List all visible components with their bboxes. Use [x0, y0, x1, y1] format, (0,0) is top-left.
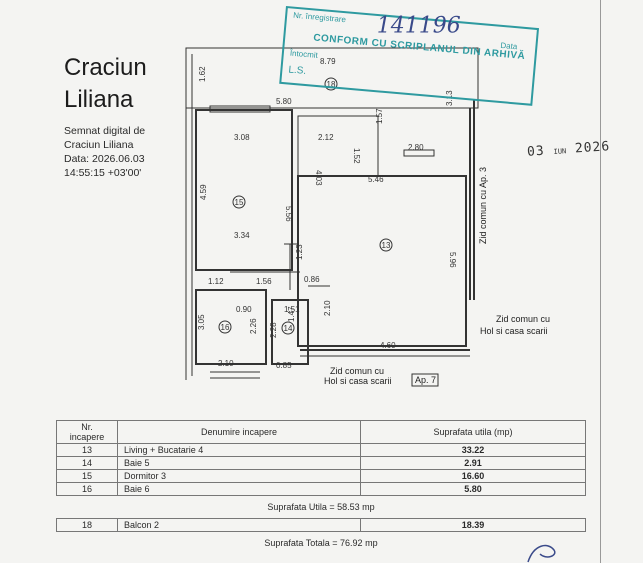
signer-name-line1: Craciun: [64, 54, 147, 81]
dim-corr-086: 0.86: [304, 275, 320, 284]
row-nr: 16: [56, 482, 118, 496]
table-row: 16 Baie 6 5.80: [56, 482, 586, 496]
row-name: Balcon 2: [117, 518, 361, 532]
date-stamp-year: 2026: [574, 139, 611, 157]
date-stamp-month: IUN: [553, 147, 567, 157]
useful-area-total: Suprafata Utila = 58.53 mp: [267, 502, 375, 512]
dim-bath16-height: 3.05: [197, 314, 206, 330]
note-wall-bottom-2: Hol si casa scarii: [324, 376, 392, 386]
room-number-18: 18: [327, 80, 336, 89]
dim-balcony-depth: 1.62: [198, 66, 207, 82]
signature-swirl: [527, 544, 556, 563]
dim-corr-123: 1.23: [295, 244, 304, 260]
dim-top-width: 5.80: [276, 97, 292, 106]
table-row: 13 Living + Bucatarie 4 33.22: [56, 443, 586, 457]
room-number-16: 16: [221, 323, 230, 332]
dim-hall-152: 1.52: [352, 148, 361, 164]
dim-balcony-width: 8.79: [320, 57, 336, 66]
stamp-ls-label: L.S.: [287, 64, 307, 77]
dim-living-width: 5.46: [368, 175, 384, 184]
dim-room15-bottom: 3.34: [234, 231, 250, 240]
note-apartment-ref: Ap. 7: [415, 375, 436, 385]
row-name: Dormitor 3: [117, 469, 361, 483]
room15-outline: [195, 109, 293, 271]
row-nr: 18: [56, 518, 118, 532]
dim-bath14-width: 1.51: [284, 305, 300, 314]
row-area: 2.91: [360, 456, 586, 470]
row-nr: 14: [56, 456, 118, 470]
note-wall-ap3: Zid comun cu Ap. 3: [478, 167, 488, 244]
stamp-reg-label: Nr. înregistrare: [292, 10, 347, 25]
page-edge-line: [600, 0, 601, 563]
dim-room15-wall: 5.56: [284, 206, 293, 222]
table-header-row: Nr. incapere Denumire incapere Suprafata…: [56, 420, 586, 444]
dim-hall-157: 1.57: [375, 108, 384, 124]
dim-room15-height: 4.59: [199, 184, 208, 200]
dim-bath14-085: 0.85: [276, 361, 292, 370]
dim-bath14-228: 2.28: [269, 322, 278, 338]
row-nr: 13: [56, 443, 118, 457]
dim-corr-156: 1.56: [256, 277, 272, 286]
dim-right-280: 2.80: [408, 143, 424, 152]
header-nr: Nr. incapere: [56, 420, 118, 444]
room-number-15: 15: [235, 198, 244, 207]
room16-outline: [195, 289, 267, 365]
hall-outline: [297, 115, 379, 177]
row-area: 33.22: [360, 443, 586, 457]
table-row: 15 Dormitor 3 16.60: [56, 469, 586, 483]
table-row: 18 Balcon 2 18.39: [56, 518, 586, 532]
header-name: Denumire incapere: [117, 420, 361, 444]
dim-corr-210: 2.10: [323, 300, 332, 316]
row-area: 18.39: [360, 518, 586, 532]
dim-corr-112: 1.12: [208, 277, 224, 286]
note-wall-mid-2: Hol si casa scarii: [480, 326, 548, 336]
grand-total-row: Suprafata Totala = 76.92 mp: [57, 532, 586, 555]
dim-bottom-460: 4.60: [380, 341, 396, 350]
room-number-14: 14: [284, 324, 293, 333]
row-nr: 15: [56, 469, 118, 483]
signed-by-label: Semnat digital de: [64, 125, 146, 137]
note-wall-bottom-1: Zid comun cu: [330, 366, 384, 376]
signed-by-name: Craciun Liliana: [64, 139, 134, 151]
dim-room15-top: 3.08: [234, 133, 250, 142]
signature-time: 14:55:15 +03'00': [64, 167, 142, 179]
table-row: 14 Baie 5 2.91: [56, 456, 586, 470]
dim-bath16-090: 0.90: [236, 305, 252, 314]
grand-total: Suprafata Totala = 76.92 mp: [264, 538, 378, 548]
stamp-prepared-label: Întocmit: [289, 48, 319, 60]
floor-plan: 8.79 1.62 5.80 3.13 3.08 4.59 5.56 3.34 …: [185, 47, 550, 387]
room14-outline: [271, 299, 309, 365]
rooms-table: Nr. incapere Denumire incapere Suprafata…: [56, 420, 586, 554]
room-number-13: 13: [382, 241, 391, 250]
living-outline: [297, 175, 467, 347]
digital-signature: Craciun Liliana Semnat digital de Craciu…: [64, 52, 147, 180]
dim-living-height: 5.96: [448, 252, 457, 268]
dim-hall-212: 2.12: [318, 133, 334, 142]
header-area: Suprafata utila (mp): [360, 420, 586, 444]
row-name: Baie 6: [117, 482, 361, 496]
useful-area-total-row: Suprafata Utila = 58.53 mp: [57, 496, 586, 519]
stamp-handwritten-number: 141196: [376, 13, 461, 39]
note-wall-mid-1: Zid comun cu: [496, 314, 550, 324]
row-area: 5.80: [360, 482, 586, 496]
dim-living-403: 4.03: [314, 170, 323, 186]
dim-right-short: 3.13: [445, 90, 454, 106]
dim-bath14-147: 1.47: [287, 306, 296, 322]
dim-bath16-226: 2.26: [249, 318, 258, 334]
signer-name-line2: Liliana: [64, 86, 134, 113]
signature-date: Data: 2026.06.03: [64, 153, 145, 165]
row-name: Baie 5: [117, 456, 361, 470]
row-name: Living + Bucatarie 4: [117, 443, 361, 457]
dim-bath16-width: 2.10: [218, 359, 234, 368]
row-area: 16.60: [360, 469, 586, 483]
date-stamp-day: 03: [526, 143, 546, 160]
